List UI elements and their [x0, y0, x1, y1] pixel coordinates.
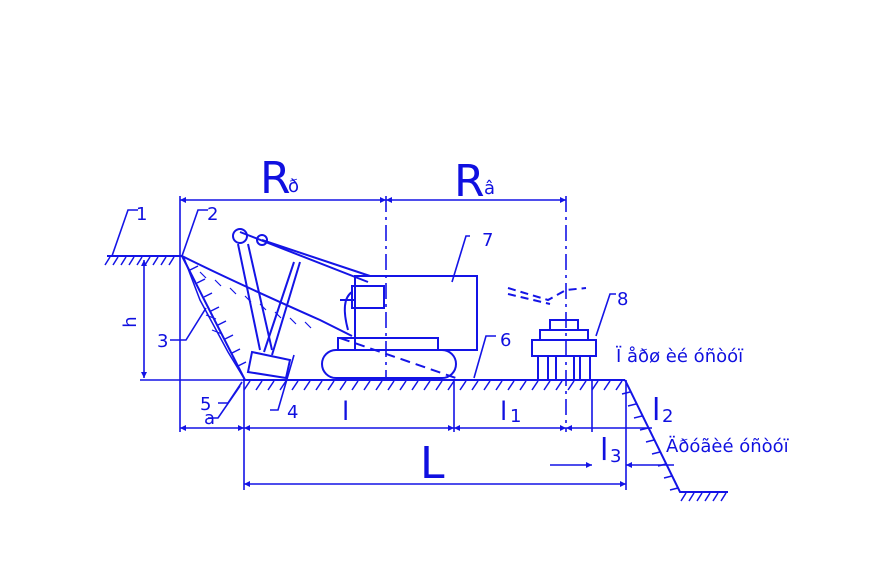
callout-numbers: 1 2 3 4 5 6 7 8 [136, 204, 628, 423]
label-h: h [120, 316, 141, 327]
label-L: L [420, 438, 445, 489]
label-l2-base: l [652, 393, 660, 428]
label-r-upper-sub: ð [288, 176, 299, 197]
label-l1-base: l [500, 397, 507, 427]
label-a: a [204, 408, 215, 429]
dump-truck [507, 287, 597, 381]
callout-3: 3 [157, 331, 168, 352]
label-r-upper-base: R [260, 153, 291, 204]
working-bench-surface [243, 379, 625, 391]
label-r-lower-base: R [454, 156, 485, 207]
label-lower-level: Äðóãèé óñòóï [666, 436, 790, 457]
label-upper-level: Ï åðø èé óñòóï [616, 346, 744, 367]
label-l3-sub: 3 [610, 446, 621, 467]
label-l1-sub: 1 [510, 406, 521, 427]
callout-7: 7 [482, 230, 493, 251]
label-l: l [342, 397, 349, 427]
upper-bench-surface [104, 255, 182, 266]
label-l2-sub: 2 [662, 406, 673, 427]
callout-2: 2 [207, 204, 218, 225]
dimension-lines [111, 196, 674, 490]
excavator [232, 228, 478, 380]
blasted-rock-slope [181, 255, 353, 381]
callout-6: 6 [500, 330, 511, 351]
callout-5: 5 [200, 394, 211, 415]
callout-8: 8 [617, 289, 628, 310]
callout-1: 1 [136, 204, 147, 225]
label-r-lower-sub: â [484, 178, 495, 199]
label-l3-base: l [600, 433, 608, 468]
callout-4: 4 [287, 402, 298, 423]
dimension-labels: R ð R â h a l l 1 l 2 l 3 L Ï åðø èé óñò… [120, 153, 790, 489]
